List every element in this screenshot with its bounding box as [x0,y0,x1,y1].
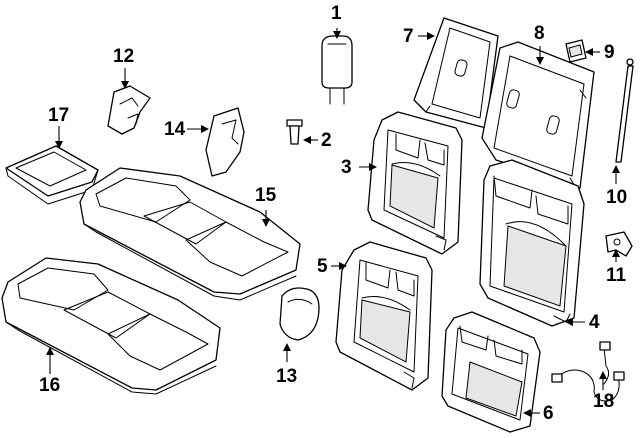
callout-9: 9 [604,42,615,63]
part-guide-sleeve [286,119,303,145]
part-trim-cover [107,85,151,135]
part-wiring-harness [551,341,625,402]
part-seatback-right [479,159,585,327]
part-headrest [321,35,353,105]
part-back-panel-large [481,41,595,195]
callout-4: 4 [589,312,600,333]
part-seatback-lower [335,241,433,391]
leader-lines [46,28,620,417]
callout-12: 12 [113,46,135,67]
callout-11: 11 [606,265,627,286]
callout-6: 6 [543,403,554,424]
callout-1: 1 [331,3,342,24]
part-bracket [605,231,633,257]
callout-8: 8 [534,23,545,44]
part-side-trim [205,107,245,177]
callout-2: 2 [321,130,332,151]
callout-7: 7 [403,26,414,47]
callout-13: 13 [276,366,298,387]
callout-5: 5 [317,256,328,277]
callout-16: 16 [39,375,61,396]
part-back-panel [413,17,499,129]
part-cap [279,287,320,341]
part-seat-cushion-lower [1,257,221,395]
part-latch [565,39,587,63]
part-seatback-small [441,311,541,433]
part-seat-cushion-upper [79,167,301,301]
callout-10: 10 [606,187,628,208]
callout-18: 18 [593,391,615,412]
part-seatback-upper [367,111,463,255]
part-rod [615,58,634,163]
callout-3: 3 [341,157,352,178]
callout-14: 14 [164,119,186,140]
part-tray [5,145,99,205]
callout-17: 17 [48,105,70,126]
callout-15: 15 [255,185,277,206]
